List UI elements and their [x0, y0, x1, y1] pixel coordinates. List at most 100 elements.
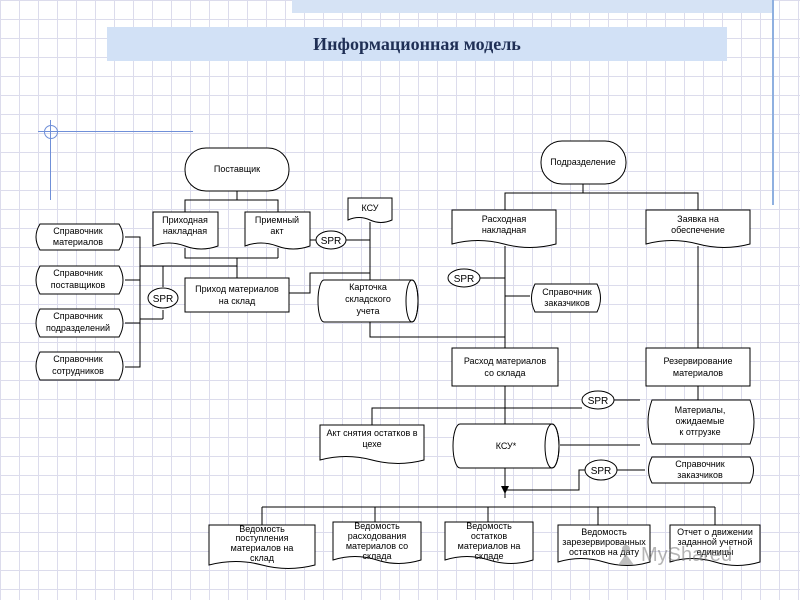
watermark-text: MyShared	[641, 543, 733, 566]
svg-text:Заявка на: Заявка на	[677, 214, 719, 224]
svg-text:материалов со: материалов со	[346, 541, 408, 551]
svg-text:SPR: SPR	[321, 236, 342, 247]
svg-text:Приемный: Приемный	[255, 215, 299, 225]
svg-text:КСУ*: КСУ*	[496, 441, 517, 451]
svg-text:SPR: SPR	[591, 466, 612, 477]
doc-akt-snyatiya-ostatkov: Акт снятия остатков в цехе	[319, 424, 425, 464]
spr-oval-raskhodnaya: SPR	[447, 268, 481, 288]
process-rezervirovanie: Резервирование материалов	[645, 347, 751, 387]
svg-text:Резервирование: Резервирование	[664, 356, 733, 366]
store-spravochnik-zakazchikov-mid: Справочник заказчиков	[531, 283, 601, 313]
store-spravochnik-materialov: Справочник материалов	[35, 223, 124, 251]
svg-text:акт: акт	[270, 226, 283, 236]
page-title: Информационная модель	[313, 33, 521, 54]
svg-text:складе: складе	[474, 551, 503, 561]
doc-vedomost-raskhodovaniya: Ведомость расходования материалов со скл…	[332, 521, 422, 564]
svg-text:Ведомость: Ведомость	[466, 521, 512, 531]
crosshair-horizontal-line	[38, 131, 193, 132]
spr-oval-left: SPR	[147, 287, 179, 309]
svg-text:Справочник: Справочник	[675, 459, 725, 469]
svg-text:Справочник: Справочник	[53, 311, 103, 321]
svg-text:Карточка: Карточка	[349, 282, 387, 292]
node-postavshchik: Поставщик	[184, 147, 290, 192]
svg-text:Материалы,: Материалы,	[675, 405, 726, 415]
svg-text:Справочник: Справочник	[53, 268, 103, 278]
svg-text:материалов: материалов	[673, 368, 723, 378]
svg-text:сотрудников: сотрудников	[52, 366, 104, 376]
svg-text:учета: учета	[357, 306, 380, 316]
svg-text:ожидаемые: ожидаемые	[676, 416, 725, 426]
doc-priemny-akt: Приемный акт	[244, 211, 311, 250]
store-ksu-star: КСУ*	[452, 423, 560, 469]
title-band: Информационная модель	[107, 27, 727, 61]
process-prikhod-materialov: Приход материалов на склад	[184, 277, 290, 313]
crosshair-vertical-line	[50, 120, 51, 200]
svg-text:заданной учетной: заданной учетной	[678, 537, 753, 547]
top-accent-bar	[292, 0, 772, 13]
store-materialy-ozhidaemye: Материалы, ожидаемые к отгрузке	[647, 399, 755, 445]
svg-text:поступления: поступления	[235, 533, 288, 543]
svg-text:заказчиков: заказчиков	[677, 470, 723, 480]
svg-text:склада: склада	[362, 551, 391, 561]
svg-text:Ведомость: Ведомость	[354, 521, 400, 531]
doc-prikhodnaya-nakladnaya: Приходная накладная	[152, 211, 219, 250]
svg-text:Ведомость: Ведомость	[239, 524, 285, 534]
crosshair-circle-icon	[44, 125, 58, 139]
svg-text:к отгрузке: к отгрузке	[679, 427, 720, 437]
svg-text:накладная: накладная	[163, 226, 207, 236]
svg-text:складского: складского	[345, 294, 391, 304]
svg-text:Подразделение: Подразделение	[550, 157, 616, 167]
doc-vedomost-postupleniya: Ведомость поступления материалов на скла…	[208, 524, 316, 569]
svg-text:единицы: единицы	[697, 547, 734, 557]
svg-text:Приходная: Приходная	[162, 215, 208, 225]
watermark: MyShared	[615, 540, 775, 570]
svg-text:остатков на дату: остатков на дату	[569, 547, 640, 557]
store-spravochnik-postavshchikov: Справочник поставщиков	[35, 265, 124, 295]
svg-text:Приход материалов: Приход материалов	[195, 284, 279, 294]
svg-text:Справочник: Справочник	[53, 226, 103, 236]
svg-text:материалов: материалов	[53, 237, 103, 247]
doc-otchet-o-dvizhenii: Отчет о движении заданной учетной единиц…	[669, 524, 761, 566]
connector-lines	[125, 184, 716, 525]
spr-oval-raskhod: SPR	[581, 390, 615, 410]
svg-text:КСУ: КСУ	[361, 203, 378, 213]
store-kartochka-skladskogo-ucheta: Карточка складского учета	[317, 279, 419, 323]
doc-vedomost-ostatkov: Ведомость остатков материалов на складе	[444, 521, 534, 564]
svg-text:Поставщик: Поставщик	[214, 164, 260, 174]
process-raskhod-materialov: Расход материалов со склада	[451, 347, 559, 387]
doc-zayavka-na-obespechenie: Заявка на обеспечение	[645, 209, 751, 248]
doc-raskhodnaya-nakladnaya: Расходная накладная	[451, 209, 557, 248]
spr-oval-priemny: SPR	[315, 230, 347, 250]
svg-text:со склада: со склада	[484, 368, 525, 378]
node-podrazdelenie: Подразделение	[540, 140, 627, 185]
svg-text:зарезервированных: зарезервированных	[562, 537, 646, 547]
svg-text:Отчет о движении: Отчет о движении	[677, 527, 753, 537]
svg-text:Расходная: Расходная	[482, 214, 527, 224]
svg-text:Справочник: Справочник	[542, 287, 592, 297]
svg-text:заказчиков: заказчиков	[544, 298, 590, 308]
svg-text:расходования: расходования	[348, 531, 407, 541]
right-accent-line	[772, 0, 774, 205]
svg-text:Расход материалов: Расход материалов	[464, 356, 547, 366]
svg-text:обеспечение: обеспечение	[671, 225, 725, 235]
svg-text:подразделений: подразделений	[46, 323, 110, 333]
svg-text:на склад: на склад	[219, 296, 256, 306]
svg-text:материалов на: материалов на	[231, 543, 294, 553]
watermark-logo-icon	[618, 545, 634, 565]
svg-text:Справочник: Справочник	[53, 354, 103, 364]
svg-text:SPR: SPR	[153, 294, 174, 305]
svg-text:материалов на: материалов на	[458, 541, 521, 551]
store-spravochnik-sotrudnikov: Справочник сотрудников	[35, 351, 124, 381]
store-spravochnik-podrazdeleniy: Справочник подразделений	[35, 308, 124, 338]
svg-text:SPR: SPR	[454, 274, 475, 285]
svg-text:SPR: SPR	[588, 396, 609, 407]
svg-text:накладная: накладная	[482, 225, 526, 235]
svg-text:Акт снятия остатков в: Акт снятия остатков в	[326, 428, 417, 438]
svg-text:поставщиков: поставщиков	[51, 280, 106, 290]
store-spravochnik-zakazchikov-bottom: Справочник заказчиков	[648, 456, 754, 484]
spr-oval-bottom: SPR	[584, 459, 618, 481]
svg-text:склад: склад	[250, 553, 275, 563]
svg-text:цехе: цехе	[362, 439, 381, 449]
svg-text:остатков: остатков	[471, 531, 508, 541]
